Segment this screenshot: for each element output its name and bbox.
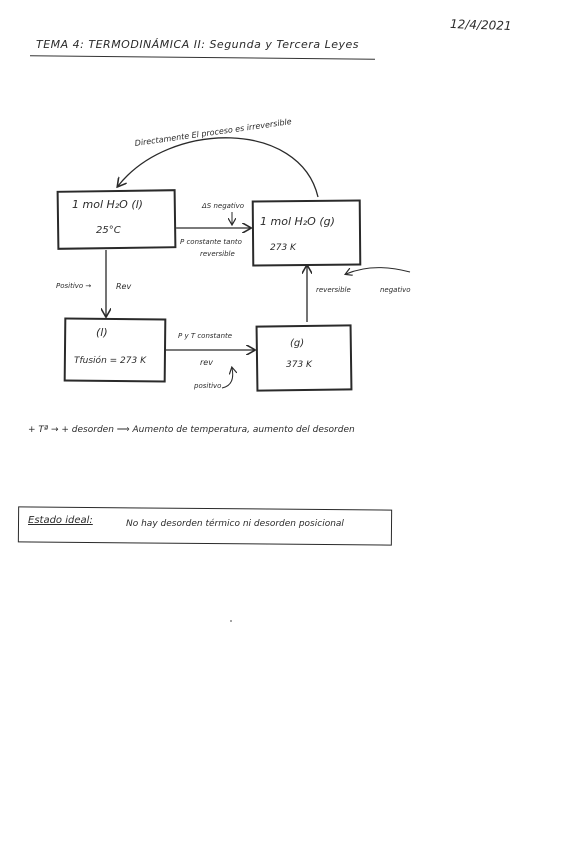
bottom-middle-below-label: rev — [200, 358, 213, 367]
ideal-state-title: Estado ideal: — [28, 515, 93, 526]
state-box-gas-373k — [255, 324, 353, 392]
temperature-disorder-note: + Tª → + desorden ⟹ Aumento de temperatu… — [28, 425, 355, 435]
box-tr-line1: 1 mol H₂O (g) — [260, 215, 335, 228]
box-tl-line1: 1 mol H₂O (l) — [72, 198, 143, 211]
right-vertical-left-label: reversible — [316, 286, 351, 294]
small-left-arrow — [346, 267, 411, 274]
top-middle-above-label: ΔS negativo — [202, 202, 245, 210]
right-vertical-right-label: negativo — [380, 286, 411, 294]
bottom-middle-note-label: positivo — [194, 382, 222, 390]
page-title: TEMA 4: TERMODINÁMICA II: Segunda y Terc… — [36, 38, 359, 51]
top-middle-below-label-2: reversible — [200, 250, 235, 258]
small-up-arrow — [221, 368, 233, 389]
top-middle-below-label-1: P constante tanto — [180, 238, 242, 246]
top-curve-arrow — [118, 137, 319, 198]
box-br-line2: 373 K — [286, 360, 312, 370]
left-vertical-right-label: Rev — [116, 282, 132, 291]
box-br-line1: (g) — [290, 338, 305, 349]
left-vertical-left-label: Positivo → — [56, 282, 92, 290]
box-tl-line2: 25°C — [96, 225, 121, 236]
state-box-liquid-fusion — [63, 317, 167, 383]
state-box-gas-273k — [251, 199, 362, 267]
box-tr-line2: 273 K — [270, 243, 296, 253]
paper-speck — [230, 620, 232, 622]
box-bl-line2: Tfusión = 273 K — [74, 356, 146, 366]
box-bl-line1: (l) — [96, 326, 108, 339]
bottom-middle-above-label: P y T constante — [178, 332, 233, 340]
ideal-state-text: No hay desorden térmico ni desorden posi… — [126, 519, 344, 529]
